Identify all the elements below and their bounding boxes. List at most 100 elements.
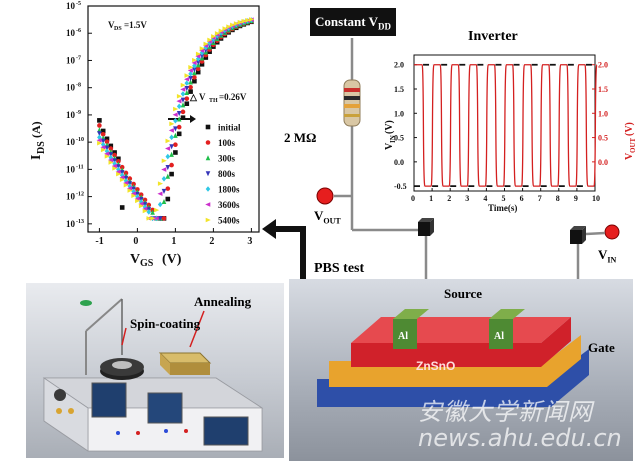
legend-marker — [205, 186, 211, 192]
data-point — [100, 131, 106, 137]
inv-yr-sub: OUT — [629, 138, 637, 154]
data-point — [165, 153, 171, 160]
data-point — [150, 209, 155, 215]
data-point — [169, 151, 174, 157]
fabrication-panel — [26, 283, 284, 458]
data-point — [127, 188, 133, 193]
data-point — [195, 51, 201, 57]
vds-annotation-val: =1.5V — [124, 20, 147, 30]
probe-cube-gate — [570, 226, 586, 244]
watermark-cn: 安徽大学新闻网 — [418, 398, 593, 426]
data-point — [161, 188, 167, 194]
data-point — [108, 157, 114, 163]
data-point — [176, 116, 182, 122]
data-point — [97, 134, 102, 141]
vout-label-sub: OUT — [323, 216, 341, 226]
data-point — [153, 216, 159, 221]
data-point — [168, 128, 174, 133]
data-point — [211, 34, 217, 39]
vdd-sub: DD — [377, 21, 391, 32]
data-point — [100, 138, 106, 144]
resistor — [343, 79, 361, 127]
substrate-layer — [317, 349, 589, 407]
data-point — [184, 76, 190, 82]
data-point — [195, 56, 201, 62]
data-point — [169, 171, 174, 177]
legend-marker — [205, 202, 211, 207]
data-point — [173, 126, 178, 132]
y-axis-label-unit: (A) — [29, 121, 43, 138]
data-point — [150, 216, 156, 221]
data-point — [100, 128, 106, 134]
device-illustration — [317, 309, 589, 407]
data-point — [138, 199, 144, 205]
data-point — [112, 152, 117, 158]
vin-label-sub: IN — [607, 255, 617, 265]
inv-yr-main: V — [624, 152, 635, 160]
vin-label-main: V — [598, 247, 608, 262]
series-vin-line — [414, 63, 595, 188]
inv-x-tick-label: 4 — [483, 194, 487, 203]
inv-yr-tick-label: 0.0 — [598, 158, 608, 167]
spin-coating-label: Spin-coating — [130, 316, 201, 331]
data-point — [169, 144, 174, 150]
y-tick-exp: -8 — [76, 83, 81, 89]
data-point — [188, 84, 193, 90]
data-point — [233, 21, 239, 26]
data-point — [173, 150, 178, 155]
inv-y-tick-label: 1.5 — [394, 85, 404, 94]
annealing-label: Annealing — [194, 294, 252, 309]
data-point — [180, 115, 186, 120]
data-point — [116, 166, 121, 173]
inv-y-tick-label: 1.0 — [394, 109, 404, 118]
data-point — [116, 158, 121, 164]
source-electrode — [393, 319, 417, 349]
data-point — [173, 106, 179, 112]
data-point — [123, 180, 129, 186]
data-point — [214, 31, 220, 36]
data-point — [188, 71, 193, 77]
data-point — [165, 196, 171, 202]
data-point — [199, 53, 205, 59]
inv-yr-tick-label: 0.5 — [598, 134, 608, 143]
data-point — [108, 154, 114, 161]
data-point — [237, 19, 243, 25]
vout-label: VOUT — [314, 208, 341, 226]
data-point — [123, 170, 129, 176]
data-point — [192, 70, 197, 76]
vout-label-main: V — [314, 208, 324, 223]
pipette-bulb — [80, 300, 92, 306]
data-point — [119, 205, 125, 210]
data-point — [184, 96, 190, 101]
data-point — [138, 201, 144, 207]
data-point — [207, 37, 213, 43]
y-tick-label: 10 — [66, 164, 76, 174]
vdd-title: Constant V — [315, 14, 378, 29]
data-point — [176, 124, 182, 130]
x-axis-label: V — [130, 252, 140, 267]
y-tick-exp: -11 — [76, 164, 84, 170]
data-point — [218, 28, 224, 34]
data-point — [104, 136, 110, 142]
x-tick-label: 0 — [133, 236, 138, 247]
legend-marker — [205, 124, 211, 130]
data-point — [226, 24, 232, 29]
transfer-curve-chart: 10-1310-1210-1110-1010-910-810-710-610-5… — [29, 1, 260, 269]
knob-3 — [68, 408, 74, 414]
x-axis-label-unit: (V) — [162, 252, 182, 267]
data-point — [203, 41, 209, 47]
y-tick-label: 10 — [66, 219, 76, 229]
data-point — [180, 91, 186, 97]
wire-vin — [585, 231, 606, 236]
data-point — [176, 131, 182, 137]
resistor-label: 2 MΩ — [284, 130, 317, 145]
inv-x-tick-label: 5 — [502, 194, 506, 203]
data-point — [199, 46, 205, 51]
x-tick-label: 1 — [171, 236, 176, 247]
inv-x-tick-label: 1 — [429, 194, 433, 203]
dvth-annotation: △ V — [189, 92, 206, 102]
data-point — [161, 216, 167, 221]
data-point — [157, 191, 163, 197]
